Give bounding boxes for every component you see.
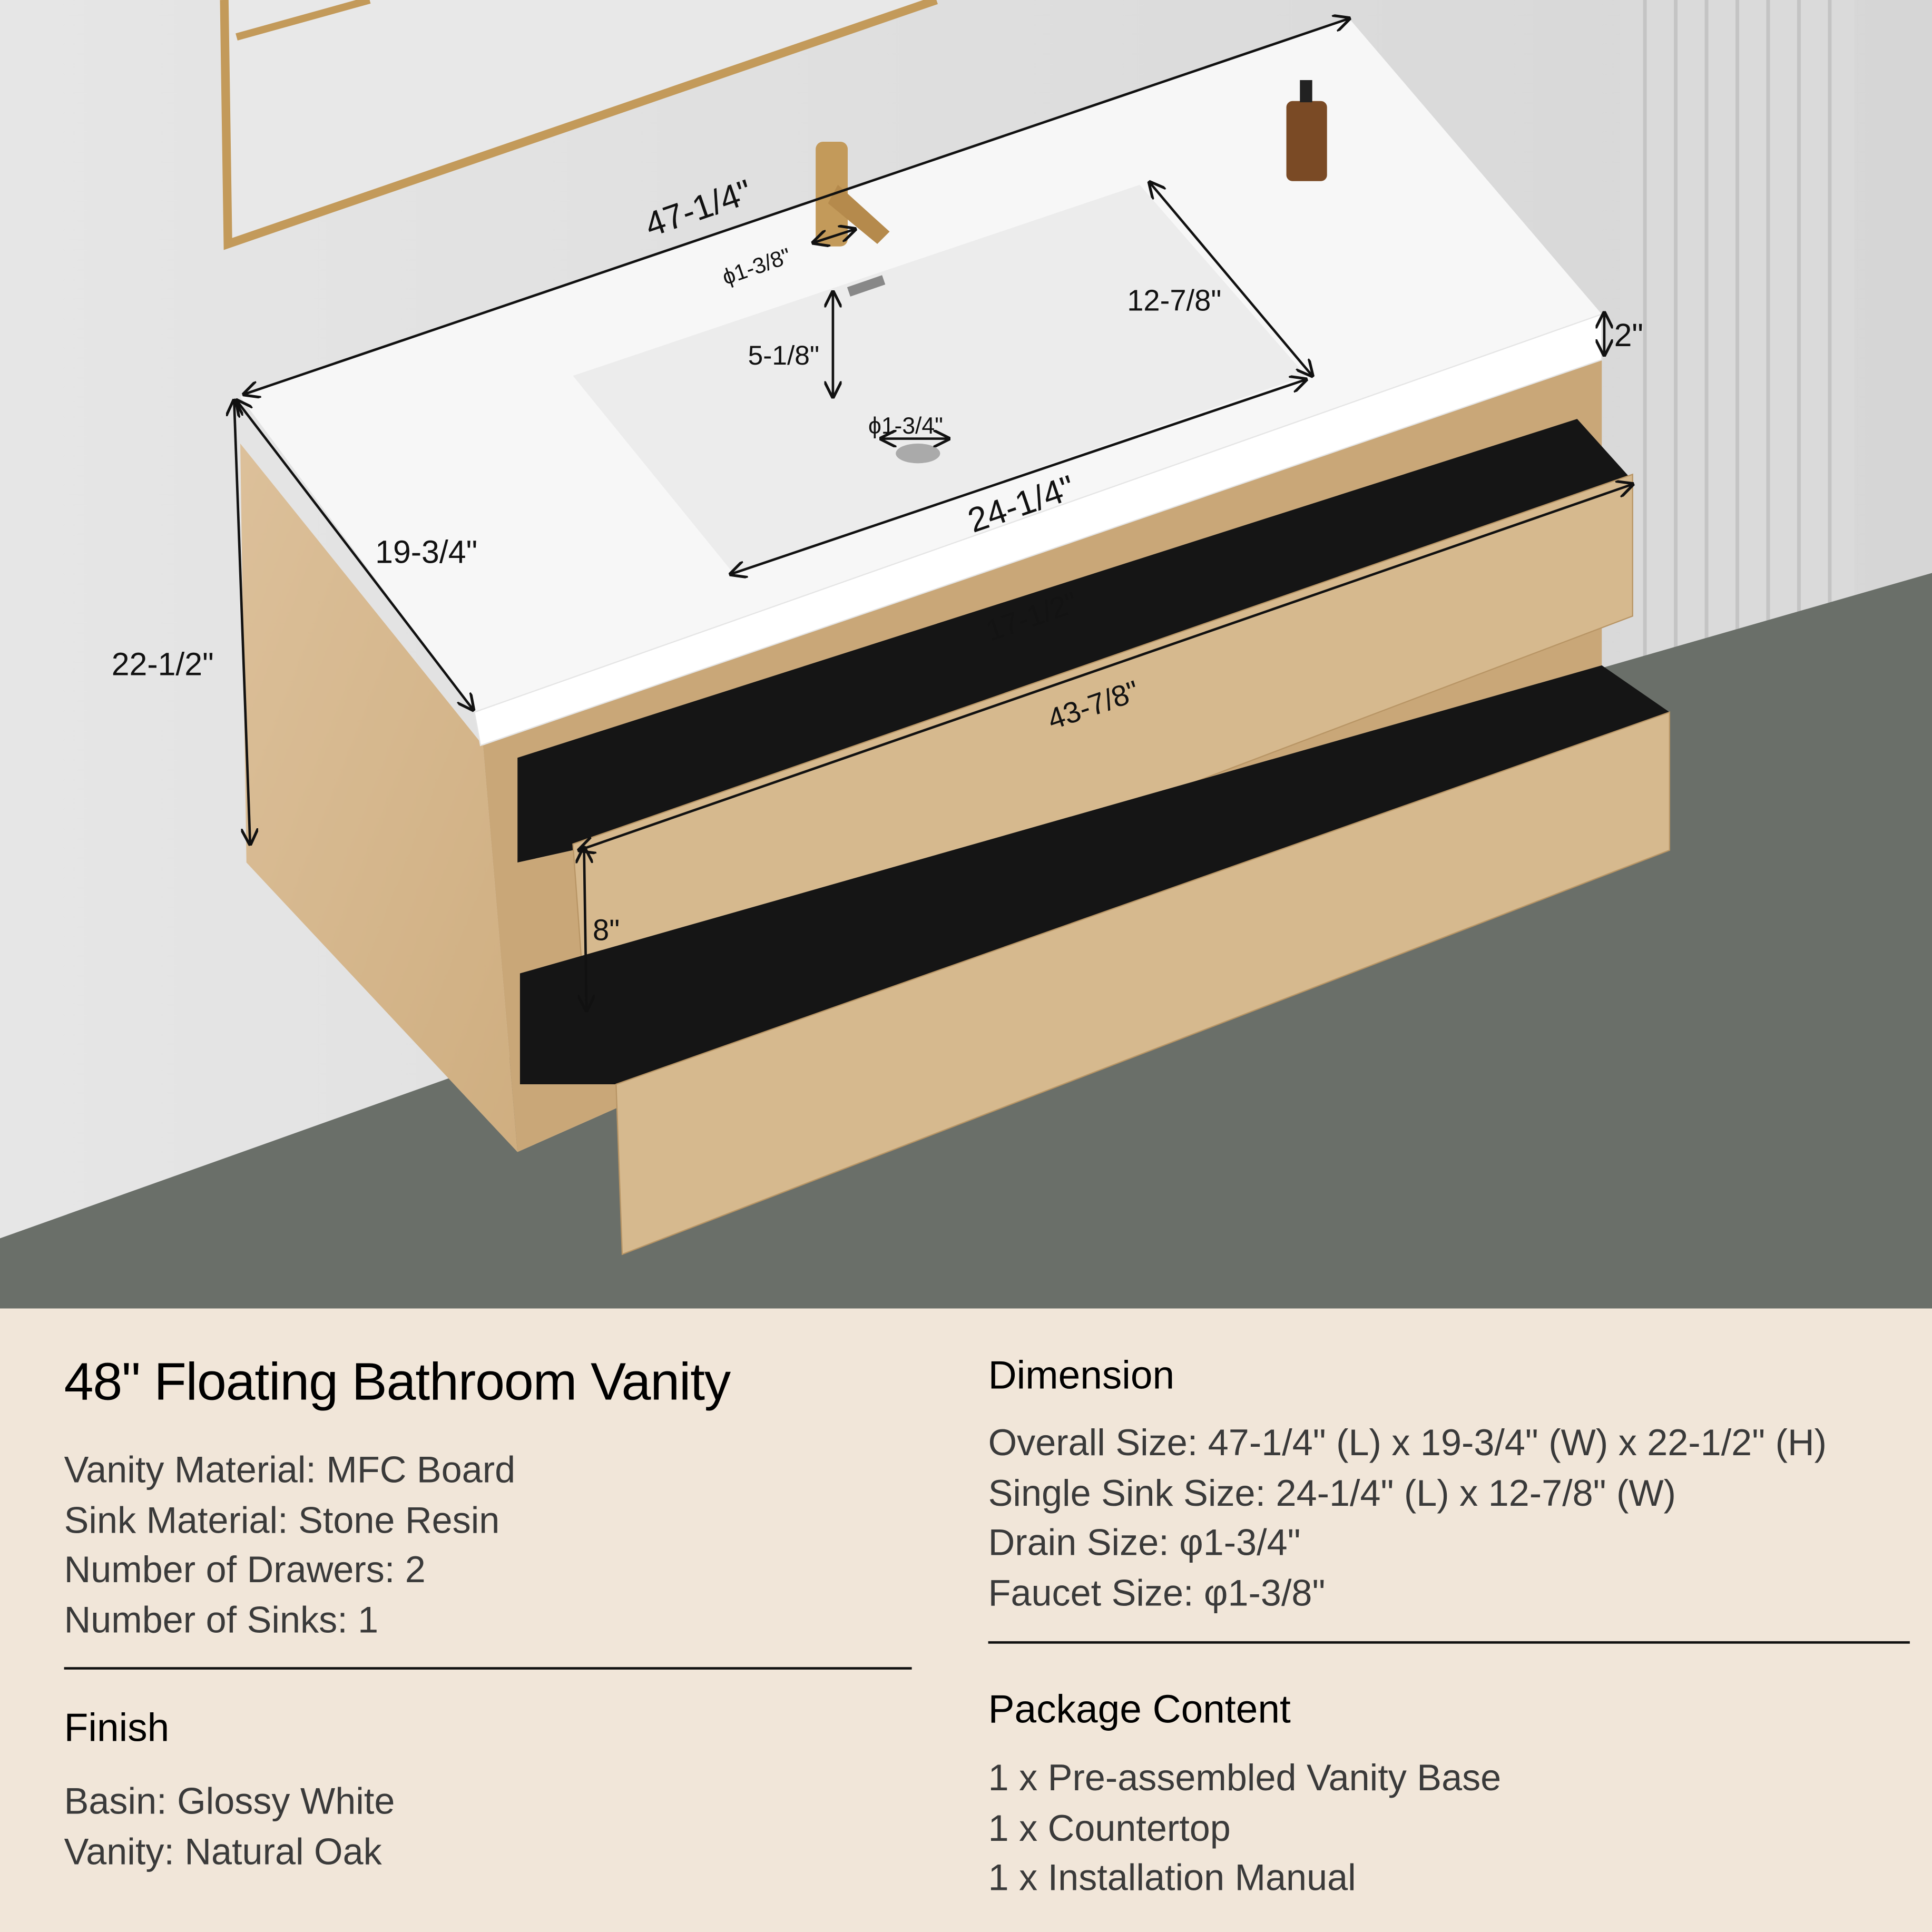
spec-panel: 48" Floating Bathroom Vanity Vanity Mate…	[0, 1308, 1932, 1932]
label-faucet-drain-distance: 5-1/8"	[748, 340, 820, 370]
dimension-lines	[234, 18, 1632, 1011]
package-list: 1 x Pre-assembled Vanity Base 1 x Counte…	[988, 1754, 1502, 1904]
label-counter-thickness: 2"	[1614, 317, 1643, 353]
spec-sink-material: Sink Material: Stone Resin	[64, 1500, 500, 1541]
dimension-sink: Single Sink Size: 24-1/4" (L) x 12-7/8" …	[988, 1473, 1676, 1514]
dimension-overall: Overall Size: 47-1/4" (L) x 19-3/4" (W) …	[988, 1423, 1827, 1464]
divider	[988, 1641, 1910, 1644]
package-item-base: 1 x Pre-assembled Vanity Base	[988, 1758, 1502, 1799]
label-overall-height: 22-1/2"	[112, 646, 214, 682]
product-title: 48" Floating Bathroom Vanity	[64, 1352, 731, 1413]
finish-vanity: Vanity: Natural Oak	[64, 1831, 382, 1872]
drain	[896, 443, 940, 464]
label-drawer-height: 8"	[593, 913, 620, 946]
package-heading: Package Content	[988, 1686, 1291, 1731]
dimension-drain: Drain Size: φ1-3/4"	[988, 1523, 1301, 1564]
spec-vanity-material: Vanity Material: MFC Board	[64, 1450, 516, 1491]
dimension-faucet: Faucet Size: φ1-3/8"	[988, 1573, 1326, 1614]
label-sink-width: 12-7/8"	[1127, 283, 1221, 317]
package-item-countertop: 1 x Countertop	[988, 1808, 1231, 1849]
dimension-list: Overall Size: 47-1/4" (L) x 19-3/4" (W) …	[988, 1419, 1827, 1619]
finish-basin: Basin: Glossy White	[64, 1781, 395, 1822]
wall-slats	[1620, 0, 1855, 672]
package-item-manual: 1 x Installation Manual	[988, 1858, 1356, 1899]
vanity-photo: 47-1/4" ϕ1-3/8" 12-7/8" 2" 5-1/8" ϕ1-3/4…	[0, 0, 1932, 1309]
dimension-heading: Dimension	[988, 1352, 1175, 1398]
spec-sinks: Number of Sinks: 1	[64, 1600, 379, 1641]
spec-list: Vanity Material: MFC Board Sink Material…	[64, 1447, 515, 1646]
spec-drawers: Number of Drawers: 2	[64, 1550, 426, 1591]
divider	[64, 1667, 912, 1670]
finish-list: Basin: Glossy White Vanity: Natural Oak	[64, 1778, 395, 1878]
label-overall-width: 19-3/4"	[375, 534, 477, 570]
label-drain-hole: ϕ1-3/4"	[868, 413, 943, 439]
finish-heading: Finish	[64, 1705, 170, 1750]
